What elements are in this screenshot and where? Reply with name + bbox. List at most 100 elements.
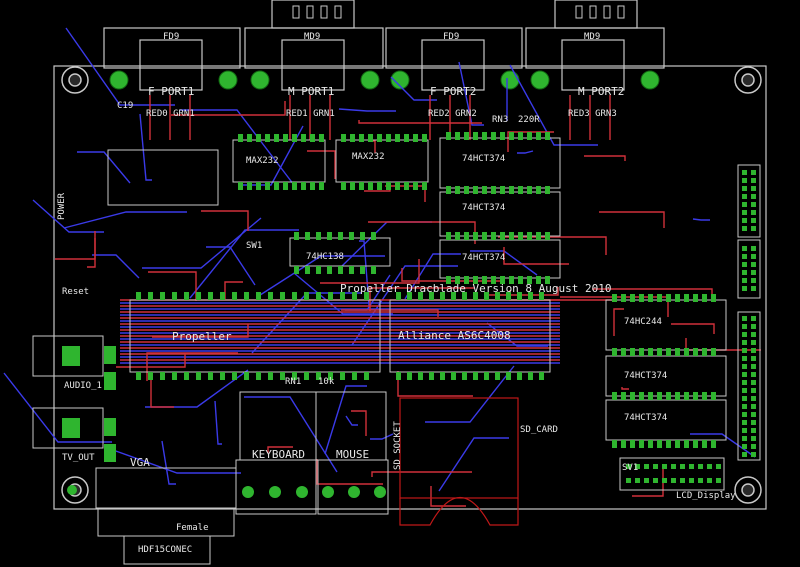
ic-pin-pad <box>340 372 345 380</box>
part-rn3: RN3 <box>492 115 509 125</box>
ic-pin-pad <box>639 348 644 356</box>
ic-pin-pad <box>693 294 698 302</box>
ic-pin-pad <box>500 132 505 140</box>
ic-pin-pad <box>666 392 671 400</box>
signal-trace <box>370 433 394 440</box>
ic-pin-pad <box>648 294 653 302</box>
header-pin <box>751 348 756 353</box>
header-pin <box>742 186 747 191</box>
ic-pin-pad <box>247 182 252 190</box>
ic-pin-pad <box>491 276 496 284</box>
header-pin <box>751 270 756 275</box>
port-header-1: FD9 <box>163 32 180 42</box>
header-pin <box>751 428 756 433</box>
ic-pin-pad <box>621 392 626 400</box>
ic-pin-pad <box>148 372 153 380</box>
ic-pin-pad <box>319 134 324 142</box>
ic-pin-pad <box>341 182 346 190</box>
header-pin <box>742 178 747 183</box>
ic-pin-pad <box>422 182 427 190</box>
ic-pin-pad <box>539 372 544 380</box>
ic-pin-pad <box>395 134 400 142</box>
ic-pin-pad <box>352 372 357 380</box>
ic-pin-pad <box>413 134 418 142</box>
signal-trace <box>358 120 482 124</box>
ic-pin-pad <box>429 372 434 380</box>
port-sub-4: RED3 GRN3 <box>568 109 617 119</box>
ic-pin-pad <box>359 134 364 142</box>
signal-trace <box>244 396 338 473</box>
ic-pin-pad <box>368 134 373 142</box>
ic-pin-pad <box>172 372 177 380</box>
header-pin <box>742 286 747 291</box>
header-pin <box>742 254 747 259</box>
header-pin <box>626 464 631 469</box>
board-title: Propeller Dracblade Version 8 August 201… <box>340 282 612 295</box>
ic-pin-pad <box>350 134 355 142</box>
header-pin <box>644 478 649 483</box>
header-pin <box>751 444 756 449</box>
ic-pin-pad <box>702 294 707 302</box>
signal-trace <box>201 210 249 231</box>
chip-374-4: 74HCT374 <box>624 371 668 381</box>
ic-pin-pad <box>446 276 451 284</box>
signal-trace <box>345 415 358 426</box>
header-pin <box>680 464 685 469</box>
ic-pin-pad <box>220 372 225 380</box>
ic-pin-pad <box>238 182 243 190</box>
header-pin <box>751 404 756 409</box>
ic-pin-pad <box>621 348 626 356</box>
ic-pin-pad <box>612 440 617 448</box>
ic-pin-pad <box>294 232 299 240</box>
header-pin <box>742 396 747 401</box>
ic-pin-pad <box>196 292 201 300</box>
ic-pin-pad <box>612 348 617 356</box>
ic-pin-pad <box>482 186 487 194</box>
tv-label: TV_OUT <box>62 453 95 463</box>
ic-pin-pad <box>328 292 333 300</box>
ic-pin-pad <box>386 182 391 190</box>
ic-pin-pad <box>684 392 689 400</box>
ic-pin-pad <box>350 182 355 190</box>
ps2-pads <box>242 486 386 498</box>
header-pin <box>716 478 721 483</box>
ic-pin-pad <box>364 372 369 380</box>
part-sw1: SW1 <box>246 241 263 251</box>
ic-pin-pad <box>464 276 469 284</box>
ic-pin-pad <box>666 348 671 356</box>
ic-pin-pad <box>630 440 635 448</box>
signal-trace <box>599 211 665 228</box>
ic-pin-pad <box>518 132 523 140</box>
header-pin <box>680 478 685 483</box>
signal-trace <box>116 353 186 368</box>
ic-pin-pad <box>545 132 550 140</box>
header-pin <box>751 218 756 223</box>
ic-pin-pad <box>160 292 165 300</box>
ic-pin-pad <box>148 292 153 300</box>
ic-pin-pad <box>136 292 141 300</box>
ic-pin-pad <box>612 392 617 400</box>
ic-pin-pad <box>711 294 716 302</box>
header-pin <box>742 262 747 267</box>
ic-pin-pad <box>536 132 541 140</box>
rca-jacks <box>32 335 104 449</box>
ic-pin-pad <box>675 294 680 302</box>
header-pin <box>662 478 667 483</box>
ic-pin-pad <box>371 266 376 274</box>
ic-pin-pad <box>268 372 273 380</box>
part-sv1: SV1 <box>622 463 639 473</box>
ic-pin-pad <box>500 232 505 240</box>
header-pin <box>742 210 747 215</box>
ic-pin-pad <box>404 134 409 142</box>
header-pin <box>689 464 694 469</box>
port-sub-3: RED2 GRN2 <box>428 109 477 119</box>
vga-gender-label: Female <box>176 523 209 533</box>
ic-pin-pad <box>621 440 626 448</box>
header-pin <box>742 194 747 199</box>
signal-trace <box>150 380 174 408</box>
header-pin <box>707 478 712 483</box>
ic-pin-pad <box>360 232 365 240</box>
ic-pin-pad <box>371 232 376 240</box>
ic-pin-pad <box>657 392 662 400</box>
vga-label: VGA <box>130 456 150 469</box>
